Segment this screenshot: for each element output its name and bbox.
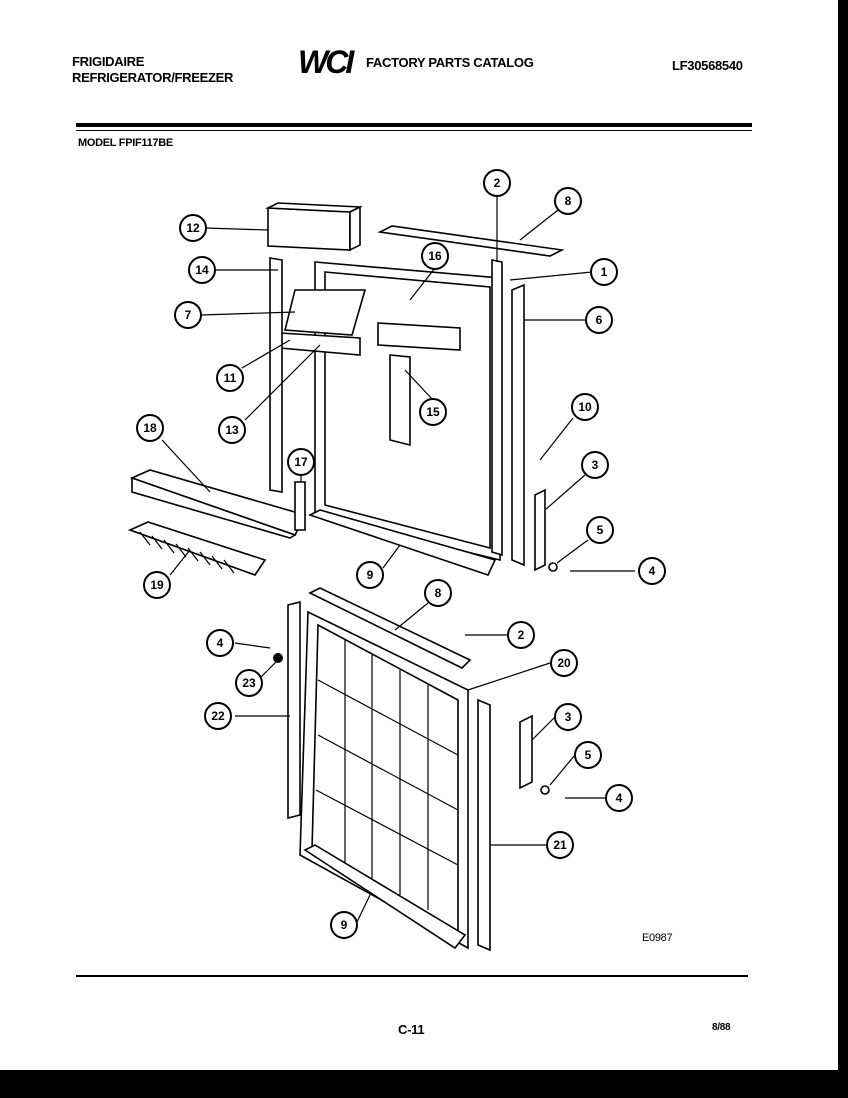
svg-text:4: 4 xyxy=(616,791,623,805)
svg-text:12: 12 xyxy=(186,221,200,235)
callout-8: 8 xyxy=(554,187,582,215)
door-trim-left xyxy=(269,257,283,493)
callout-7: 7 xyxy=(174,301,202,329)
dairy-door xyxy=(283,289,367,336)
callout-2: 2 xyxy=(483,169,511,197)
svg-text:1: 1 xyxy=(601,265,608,279)
grille-bracket xyxy=(294,481,306,531)
callout-14: 14 xyxy=(188,256,216,284)
svg-text:7: 7 xyxy=(185,308,192,322)
svg-text:17: 17 xyxy=(294,455,308,469)
catalog-date: 8/88 xyxy=(712,1022,731,1033)
callout-17: 17 xyxy=(287,448,315,476)
callout-20: 20 xyxy=(550,649,578,677)
svg-text:20: 20 xyxy=(557,656,571,670)
callout-1: 1 xyxy=(590,258,618,286)
catalog-page: FRIGIDAIRE REFRIGERATOR/FREEZER WCI FACT… xyxy=(0,0,838,1070)
svg-text:23: 23 xyxy=(242,676,256,690)
svg-text:11: 11 xyxy=(224,371,237,385)
wci-logo: WCI xyxy=(298,44,354,80)
grille-clips xyxy=(127,521,267,576)
door-trim-top xyxy=(377,225,565,257)
model-number: MODEL FPIF117BE xyxy=(78,137,173,149)
callout-18: 18 xyxy=(136,414,164,442)
svg-text:10: 10 xyxy=(578,400,592,414)
svg-text:4: 4 xyxy=(649,564,656,578)
door-gasket-strip xyxy=(491,259,503,557)
callout-9-lower: 9 xyxy=(330,911,358,939)
callout-4-lower-left: 4 xyxy=(206,629,234,657)
svg-text:16: 16 xyxy=(428,249,442,263)
callout-3: 3 xyxy=(581,451,609,479)
callout-16: 16 xyxy=(421,242,449,270)
svg-text:2: 2 xyxy=(494,176,501,190)
svg-text:9: 9 xyxy=(341,918,348,932)
svg-text:18: 18 xyxy=(143,421,157,435)
door-trim-right xyxy=(511,283,525,567)
svg-text:6: 6 xyxy=(596,313,603,327)
svg-text:21: 21 xyxy=(553,838,567,852)
header-rule-thin xyxy=(76,130,752,131)
washer-lower xyxy=(540,785,550,795)
svg-text:2: 2 xyxy=(518,628,525,642)
svg-text:14: 14 xyxy=(195,263,209,277)
door-shelf-mid xyxy=(377,322,461,351)
svg-text:9: 9 xyxy=(367,568,374,582)
hinge-bracket-lower xyxy=(519,714,533,790)
callout-6: 6 xyxy=(585,306,613,334)
callout-5: 5 xyxy=(586,516,614,544)
callout-19: 19 xyxy=(143,571,171,599)
callout-23: 23 xyxy=(235,669,263,697)
callout-8-lower: 8 xyxy=(424,579,452,607)
svg-text:3: 3 xyxy=(592,458,599,472)
svg-text:4: 4 xyxy=(217,636,224,650)
page-number: C-11 xyxy=(398,1022,425,1037)
leader-lines xyxy=(161,195,635,923)
svg-text:22: 22 xyxy=(211,709,225,723)
freezer-trim-top xyxy=(308,587,472,669)
callout-5-lower: 5 xyxy=(574,741,602,769)
callout-4-lower-right: 4 xyxy=(605,784,633,812)
brand-name: FRIGIDAIRE xyxy=(72,54,145,69)
callout-4: 4 xyxy=(638,557,666,585)
product-type: REFRIGERATOR/FREEZER xyxy=(72,70,234,85)
freezer-panel-grid xyxy=(315,640,459,910)
svg-text:13: 13 xyxy=(225,423,239,437)
header-rule-thick xyxy=(76,123,752,127)
catalog-title: FACTORY PARTS CATALOG xyxy=(366,55,534,70)
figure-code: E0987 xyxy=(642,932,673,944)
callout-10: 10 xyxy=(571,393,599,421)
callout-13: 13 xyxy=(218,416,246,444)
catalog-number: LF30568540 xyxy=(672,58,743,73)
svg-text:5: 5 xyxy=(597,523,604,537)
callout-11: 11 xyxy=(216,364,244,392)
freezer-trim-left xyxy=(287,600,301,820)
washer-upper xyxy=(548,562,558,572)
shelf-retainer xyxy=(389,354,411,447)
hinge-bracket-upper xyxy=(534,488,546,572)
svg-text:5: 5 xyxy=(585,748,592,762)
dairy-compartment xyxy=(267,207,351,251)
footer-rule xyxy=(76,975,748,977)
freezer-trim-right xyxy=(477,698,491,952)
svg-text:19: 19 xyxy=(150,578,164,592)
callout-22: 22 xyxy=(204,702,232,730)
svg-text:15: 15 xyxy=(426,405,440,419)
callout-12: 12 xyxy=(179,214,207,242)
svg-text:8: 8 xyxy=(565,194,572,208)
svg-text:8: 8 xyxy=(435,586,442,600)
callout-3-lower: 3 xyxy=(554,703,582,731)
callout-15: 15 xyxy=(419,398,447,426)
exploded-parts-diagram: 2 8 12 16 1 14 7 6 11 15 10 13 18 17 3 5… xyxy=(127,169,666,952)
svg-text:3: 3 xyxy=(565,710,572,724)
freezer-trim-bottom xyxy=(303,844,467,950)
plug-button xyxy=(273,653,283,663)
callout-9: 9 xyxy=(356,561,384,589)
callout-21: 21 xyxy=(546,831,574,859)
door-trim-bottom xyxy=(307,509,497,576)
callout-2-lower: 2 xyxy=(507,621,535,649)
